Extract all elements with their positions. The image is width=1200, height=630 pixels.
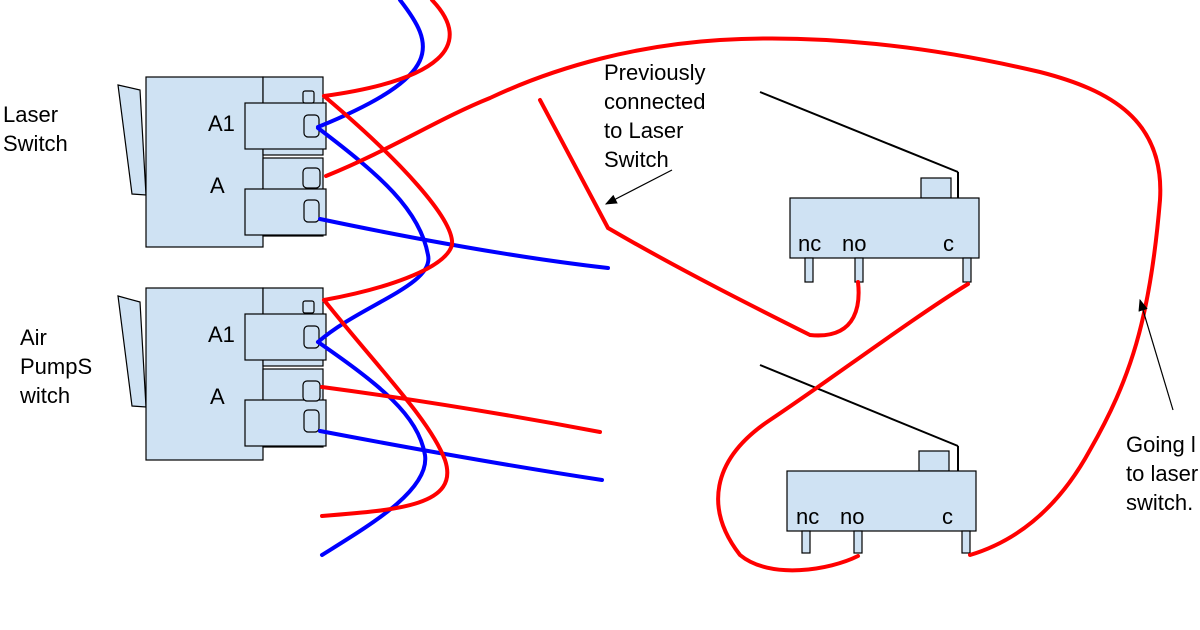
contactor-laser — [117, 76, 327, 248]
red-wire-bottom-down-loop — [320, 298, 450, 518]
terminal-a1-screw — [303, 325, 320, 349]
contactor-laser-label-a1: A1 — [208, 111, 235, 136]
arrow-going-to-laser — [1138, 298, 1174, 411]
terminal-a-screw — [303, 199, 320, 223]
contactor-air-pump — [117, 287, 327, 461]
microswitch-bottom-lever — [759, 364, 959, 447]
microswitch-top-pin-no — [854, 257, 864, 283]
red-wire-top-a-to-far-loop — [324, 36, 1163, 557]
contactor-laser-body — [145, 76, 264, 248]
microswitch-bottom — [759, 364, 977, 554]
blue-wire-bottom-a1-down — [316, 340, 428, 557]
microswitch-top-button — [920, 177, 952, 199]
microswitch-top-label-c: c — [943, 231, 954, 256]
microswitch-bottom-button — [918, 450, 950, 472]
terminal-a-screw — [303, 409, 320, 433]
contactor-air-pump-body — [145, 287, 264, 461]
blue-wire-top-a — [318, 217, 610, 270]
contactor-air-pump-label-a1: A1 — [208, 322, 235, 347]
terminal-a1-top-screw — [302, 90, 315, 104]
red-wire-top-incoming — [322, 0, 452, 98]
microswitch-top — [759, 91, 980, 283]
microswitch-top-body — [789, 197, 980, 259]
microswitch-bottom-label-no: no — [840, 504, 865, 529]
microswitch-top-pin-nc — [804, 257, 814, 283]
label-laser-switch: Laser Switch — [3, 102, 68, 156]
microswitch-bottom-pin-nc — [801, 530, 811, 554]
microswitch-bottom-pin-no — [853, 530, 863, 554]
terminal-a1-top-screw — [302, 300, 315, 314]
red-wire-disconnected — [538, 98, 861, 338]
label-previously-connected: Previously connected to Laser Switch — [604, 60, 706, 172]
red-wire-bottom-a — [320, 385, 602, 434]
red-wire-c-to-bottom-no — [716, 282, 970, 573]
contactor-laser-tab — [117, 84, 147, 196]
microswitch-bottom-label-nc: nc — [796, 504, 820, 529]
microswitch-top-label-no: no — [842, 231, 867, 256]
microswitch-bottom-body — [786, 470, 977, 532]
blue-wire-top-incoming — [316, 0, 425, 129]
label-going-to-laser: Going l to laser switch. — [1126, 432, 1199, 515]
terminal-a-top-screw — [302, 167, 321, 189]
contactor-air-pump-tab — [117, 295, 147, 408]
contactor-laser-label-a: A — [210, 173, 225, 198]
microswitch-top-lever — [759, 91, 959, 173]
blue-wire-bottom-a — [318, 429, 604, 482]
microswitch-top-pin-c — [962, 257, 972, 283]
terminal-a-top-screw — [302, 380, 321, 402]
contactor-air-pump-label-a: A — [210, 384, 225, 409]
microswitch-top-label-nc: nc — [798, 231, 822, 256]
blue-wire-top-a1-to-bottom-a1 — [316, 126, 431, 344]
microswitch-bottom-label-c: c — [942, 504, 953, 529]
arrow-previously-connected — [604, 169, 673, 205]
label-air-pump-switch: Air PumpS witch — [20, 325, 93, 408]
microswitch-bottom-pin-c — [961, 530, 971, 554]
